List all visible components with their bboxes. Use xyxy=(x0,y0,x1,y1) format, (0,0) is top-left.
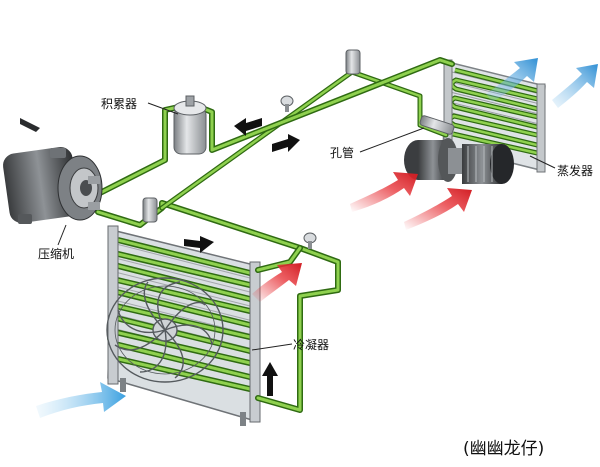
credit-text: (幽幽龙仔) xyxy=(463,439,545,459)
evaporator-label: 蒸发器 xyxy=(557,164,594,178)
hot-air-arrows xyxy=(252,172,472,302)
hot-air-arrow-icon xyxy=(252,263,302,302)
condenser-label: 冷凝器 xyxy=(293,338,330,352)
service-valves xyxy=(142,49,361,249)
flow-arrow-up-icon xyxy=(262,362,278,396)
flow-arrow-down-right-icon xyxy=(184,236,214,253)
compressor-label: 压缩机 xyxy=(38,247,75,261)
evaporator xyxy=(442,59,546,173)
accumulator xyxy=(173,95,207,155)
flow-arrows xyxy=(184,118,300,396)
accumulator-label: 积累器 xyxy=(101,97,138,111)
blower xyxy=(404,138,514,184)
leader-lines xyxy=(57,102,556,351)
compressor xyxy=(3,118,103,224)
condenser-fan xyxy=(106,277,224,383)
hot-air-arrow-icon xyxy=(350,172,418,212)
cool-air-arrow-icon xyxy=(36,382,126,418)
flow-arrow-left-icon xyxy=(234,118,262,136)
cool-air-arrow-icon xyxy=(486,58,538,102)
flow-arrow-right-icon xyxy=(272,134,300,152)
hot-air-arrow-icon xyxy=(404,188,472,230)
orifice-tube-label: 孔管 xyxy=(330,146,355,160)
condenser xyxy=(106,225,261,426)
cool-air-arrows xyxy=(36,58,598,418)
cool-air-arrow-icon xyxy=(552,64,598,108)
orifice-tube xyxy=(419,115,455,135)
